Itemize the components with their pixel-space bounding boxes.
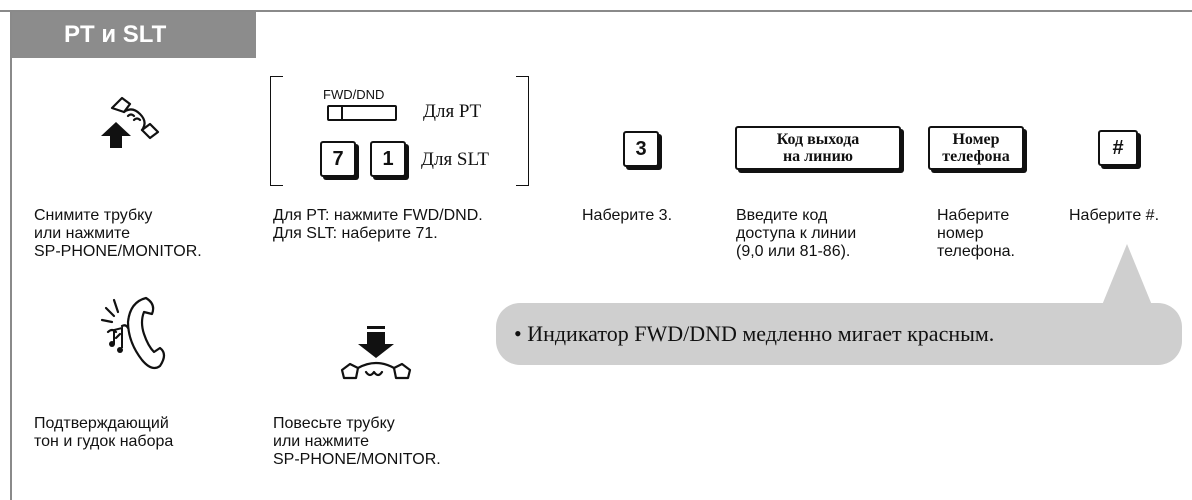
confirm-tone-caption: Подтверждающий тон и гудок набора — [34, 415, 174, 450]
dial-3-caption: Наберите 3. — [582, 207, 673, 224]
fwd-dnd-caption: Для PT: нажмите FWD/DND. Для SLT: набери… — [273, 207, 483, 242]
line-access-code-key[interactable]: Код выхода на линию — [735, 126, 901, 170]
fwd-dnd-led — [329, 107, 343, 119]
frame-left-border — [10, 10, 12, 500]
handset-offhook-icon — [101, 96, 160, 148]
key-7[interactable]: 7 — [320, 141, 356, 177]
bubble-pointer — [1100, 244, 1154, 310]
onhook-caption: Повесьте трубку или нажмите SP-PHONE/MON… — [273, 415, 441, 468]
fwd-dnd-button-label: FWD/DND — [323, 87, 385, 102]
slt-label: Для SLT — [421, 149, 489, 170]
phone-number-caption: Наберите номер телефона. — [937, 207, 1015, 260]
right-bracket — [516, 76, 529, 186]
pt-label: Для PT — [423, 101, 482, 122]
fwd-dnd-button[interactable] — [327, 105, 397, 121]
line-code-caption: Введите код доступа к линии (9,0 или 81-… — [736, 207, 857, 260]
frame-top-border — [0, 10, 1192, 12]
status-note: • Индикатор FWD/DND медленно мигает крас… — [496, 303, 1182, 365]
key-3[interactable]: 3 — [623, 131, 659, 167]
left-bracket — [270, 76, 283, 186]
key-1[interactable]: 1 — [370, 141, 406, 177]
offhook-caption: Снимите трубку или нажмите SP-PHONE/MONI… — [34, 207, 202, 260]
key-hash[interactable]: # — [1098, 130, 1138, 166]
phone-number-key[interactable]: Номер телефона — [928, 126, 1024, 170]
handset-onhook-icon — [340, 326, 412, 380]
section-tab: PT и SLT — [12, 12, 256, 58]
ringing-handset-icon — [100, 296, 166, 370]
dial-hash-caption: Наберите #. — [1069, 207, 1160, 224]
